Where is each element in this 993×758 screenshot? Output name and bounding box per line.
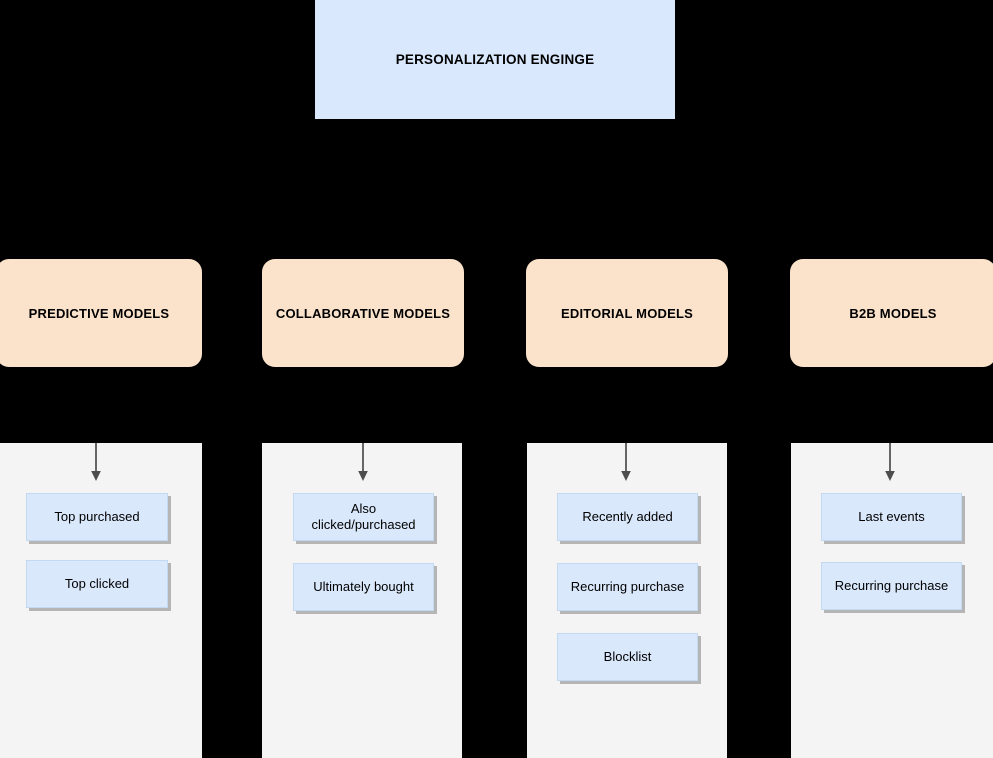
arrow-down-icon: [621, 443, 631, 481]
leaf-label: Recently added: [582, 508, 673, 524]
category-node-editorial-models[interactable]: EDITORIAL MODELS: [526, 259, 728, 367]
arrow-down-icon: [358, 443, 368, 481]
leaf-node[interactable]: Recently added: [557, 493, 698, 541]
category-label: COLLABORATIVE MODELS: [275, 305, 451, 321]
leaf-node[interactable]: Blocklist: [557, 633, 698, 681]
category-node-b2b-models[interactable]: B2B MODELS: [790, 259, 993, 367]
column-panel-b2b-models: Last events Recurring purchase: [791, 443, 993, 758]
column-panel-collaborative-models: Also clicked/purchased Ultimately bought: [262, 443, 462, 758]
leaf-node[interactable]: Also clicked/purchased: [293, 493, 434, 541]
arrow-down-icon: [885, 443, 895, 481]
category-node-collaborative-models[interactable]: COLLABORATIVE MODELS: [262, 259, 464, 367]
personalization-engine-node[interactable]: PERSONALIZATION ENGINGE: [315, 0, 675, 119]
category-label: EDITORIAL MODELS: [560, 305, 693, 321]
personalization-engine-label: PERSONALIZATION ENGINGE: [395, 52, 595, 67]
leaf-label: Also clicked/purchased: [311, 500, 416, 532]
arrow-down-icon: [91, 443, 101, 481]
leaf-node[interactable]: Recurring purchase: [821, 562, 962, 610]
leaf-node[interactable]: Recurring purchase: [557, 563, 698, 611]
leaf-label: Ultimately bought: [313, 578, 414, 594]
leaf-label: Top purchased: [54, 508, 140, 524]
leaf-node[interactable]: Ultimately bought: [293, 563, 434, 611]
leaf-node[interactable]: Top clicked: [26, 560, 168, 608]
category-label: PREDICTIVE MODELS: [28, 305, 170, 321]
leaf-label: Top clicked: [64, 575, 130, 591]
leaf-node[interactable]: Top purchased: [26, 493, 168, 541]
leaf-label: Blocklist: [603, 648, 652, 664]
leaf-node[interactable]: Last events: [821, 493, 962, 541]
leaf-label: Recurring purchase: [570, 578, 685, 594]
category-node-predictive-models[interactable]: PREDICTIVE MODELS: [0, 259, 202, 367]
column-panel-predictive-models: Top purchased Top clicked: [0, 443, 202, 758]
leaf-label: Recurring purchase: [834, 577, 949, 593]
column-panel-editorial-models: Recently added Recurring purchase Blockl…: [527, 443, 727, 758]
category-label: B2B MODELS: [849, 305, 937, 321]
leaf-label: Last events: [858, 508, 925, 524]
